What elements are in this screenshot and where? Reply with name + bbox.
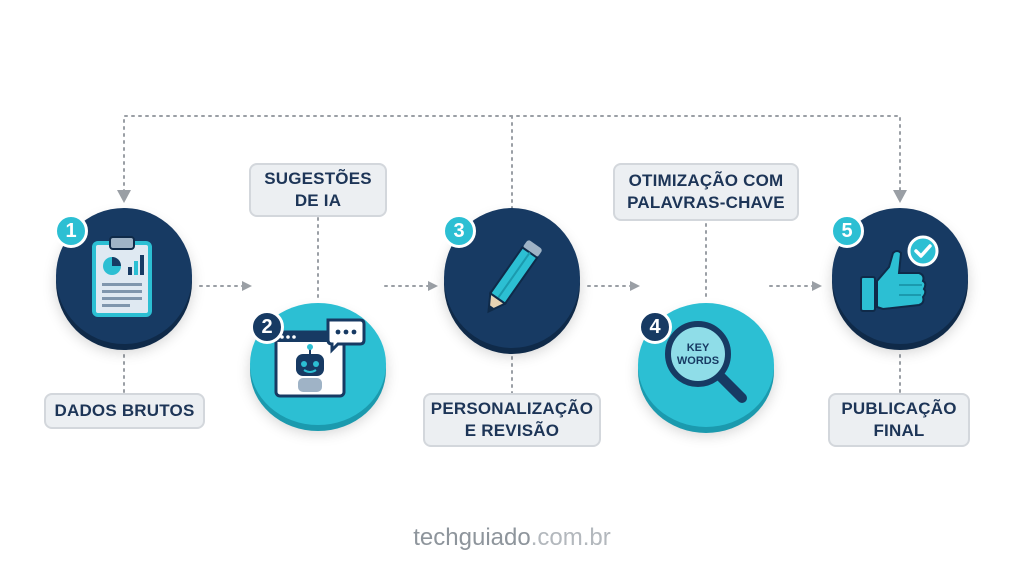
magnifier-keywords-icon: KEY WORDS <box>665 321 747 403</box>
step-3-label: PERSONALIZAÇÃO E REVISÃO <box>423 393 601 447</box>
top-loop-arrowhead-right <box>893 190 907 203</box>
step-2-label-line2: DE IA <box>294 191 342 210</box>
step-1-label: DADOS BRUTOS <box>44 393 205 429</box>
step-4-label-line1: OTIMIZAÇÃO COM <box>628 171 784 190</box>
step-5-badge: 5 <box>830 214 864 248</box>
step-4-label: OTIMIZAÇÃO COM PALAVRAS-CHAVE <box>613 163 799 221</box>
magnifier-text-line2: WORDS <box>677 355 719 367</box>
step-4-label-line2: PALAVRAS-CHAVE <box>627 193 785 212</box>
step-5-label-line2: FINAL <box>873 421 925 440</box>
step-2-label-line1: SUGESTÕES <box>264 169 372 188</box>
step-2-badge: 2 <box>250 310 284 344</box>
footer-brand: techguiado <box>413 524 531 551</box>
step-3-label-line1: PERSONALIZAÇÃO <box>430 399 594 418</box>
pencil-icon <box>487 240 542 314</box>
step-3-label-line2: E REVISÃO <box>464 421 560 440</box>
step-5-label: PUBLICAÇÃO FINAL <box>828 393 970 447</box>
step-4-circle: KEY WORDS <box>638 303 774 427</box>
footer-domain: .com.br <box>530 524 611 551</box>
footer-watermark: techguiado.com.br <box>0 524 1024 552</box>
step-1-badge: 1 <box>54 214 88 248</box>
step-4-badge: 4 <box>638 310 672 344</box>
magnifier-text-line1: KEY <box>687 342 710 354</box>
ai-robot-chat-icon <box>274 318 366 398</box>
step-1-label-line1: DADOS BRUTOS <box>54 401 195 420</box>
thumbs-up-check-icon <box>860 235 939 312</box>
top-loop-arrowhead-left <box>117 190 131 203</box>
step-3-badge: 3 <box>442 214 476 248</box>
step-5-label-line1: PUBLICAÇÃO <box>841 399 957 418</box>
step-2-label: SUGESTÕES DE IA <box>249 163 387 217</box>
clipboard-chart-icon <box>92 236 152 317</box>
